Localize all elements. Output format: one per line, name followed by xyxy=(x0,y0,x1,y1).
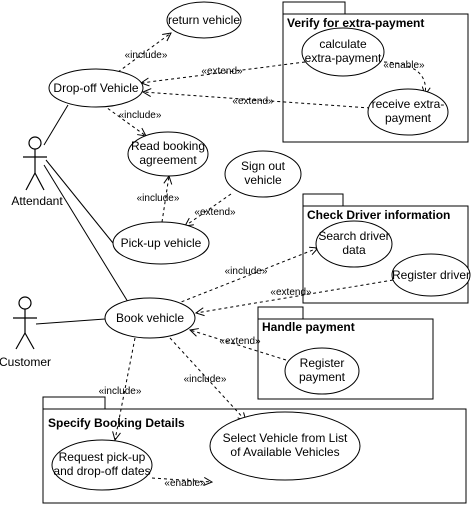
use-case-label: Register xyxy=(300,356,345,370)
association-attendant-book xyxy=(43,164,129,303)
relationship-label: «include» xyxy=(99,386,142,397)
use-case-label: Request pick-up xyxy=(59,450,146,464)
use-case-label: agreement xyxy=(139,153,197,167)
relationship-label: «extend» xyxy=(232,96,274,107)
relationship-label: «extend» xyxy=(270,287,312,298)
actor-head-icon xyxy=(18,296,32,310)
use-case-register-driver: Register driver xyxy=(391,253,471,297)
package-title: Check Driver information xyxy=(307,208,450,222)
relationship-label: «enable» xyxy=(164,478,206,489)
actor-attendant: Attendant xyxy=(11,136,63,208)
use-case-label: calculate xyxy=(319,37,367,51)
use-case-label: receive extra- xyxy=(372,97,445,111)
relationship-label: «include» xyxy=(225,266,268,277)
actor-label: Customer xyxy=(0,355,51,369)
relationship-label: «enable» xyxy=(383,60,425,71)
dependency-enable xyxy=(151,478,212,482)
use-case-label: Register driver xyxy=(392,268,470,282)
use-case-label: Search driver xyxy=(318,229,389,243)
use-case-label: of Available Vehicles xyxy=(230,445,339,459)
use-case-request-dates: Request pick-up and drop-off dates xyxy=(51,439,153,491)
use-case-drop-off-vehicle: Drop-off Vehicle xyxy=(48,68,144,108)
actor-label: Attendant xyxy=(11,194,63,208)
association-attendant-pick-up xyxy=(45,159,118,249)
use-case-label: Book vehicle xyxy=(116,311,184,325)
dependency-extend xyxy=(190,330,287,361)
use-case-label: Pick-up vehicle xyxy=(121,236,202,250)
relationship-label: «include» xyxy=(119,110,162,121)
dependency-include xyxy=(117,33,171,73)
actor-head-icon xyxy=(28,136,42,150)
dependency-include xyxy=(175,248,318,305)
use-case-label: data xyxy=(342,243,366,257)
use-case-label: Select Vehicle from List xyxy=(223,431,348,445)
use-case-label: extra-payment xyxy=(305,51,382,65)
relationship-label: «include» xyxy=(125,50,168,61)
use-case-receive-extra-payment: receive extra- payment xyxy=(367,88,449,136)
use-case-label: and drop-off dates xyxy=(53,464,150,478)
actor-customer: Customer xyxy=(0,296,51,369)
relationship-label: «extend» xyxy=(219,336,261,347)
use-case-register-payment: Register payment xyxy=(284,347,360,395)
use-case-calculate-extra-payment: calculate extra-payment xyxy=(301,27,385,77)
relationship-label: «extend» xyxy=(201,66,243,77)
use-case-pick-up-vehicle: Pick-up vehicle xyxy=(112,221,210,265)
use-case-label: return vehicle xyxy=(168,13,240,27)
use-case-sign-out-vehicle: Sign out vehicle xyxy=(224,150,302,198)
dependency-include xyxy=(102,104,146,136)
use-case-label: Drop-off Vehicle xyxy=(53,81,138,95)
use-case-book-vehicle: Book vehicle xyxy=(104,297,196,339)
relationship-label: «include» xyxy=(137,193,180,204)
package-title: Handle payment xyxy=(262,320,355,334)
association-customer-book xyxy=(35,318,106,325)
association-attendant-drop-off xyxy=(43,104,69,146)
package-title: Specify Booking Details xyxy=(48,416,185,430)
use-case-return-vehicle: return vehicle xyxy=(166,1,242,39)
dependency-extend xyxy=(143,92,371,109)
use-case-label: Read booking xyxy=(131,139,205,153)
use-case-label: payment xyxy=(299,370,346,384)
use-case-read-booking-agreement: Read booking agreement xyxy=(127,131,209,177)
dependency-include xyxy=(115,337,136,440)
use-case-label: Sign out xyxy=(241,159,286,173)
relationship-label: «extend» xyxy=(194,207,236,218)
use-case-label: payment xyxy=(385,111,432,125)
dependency-include xyxy=(169,337,246,421)
use-case-label: vehicle xyxy=(244,173,282,187)
use-case-search-driver-data: Search driver data xyxy=(315,220,393,268)
dependency-enable xyxy=(383,61,425,95)
use-case-select-vehicle: Select Vehicle from List of Available Ve… xyxy=(209,411,361,481)
package-title: Verify for extra-payment xyxy=(287,16,424,30)
dependency-include xyxy=(161,176,169,223)
relationship-label: «include» xyxy=(184,374,227,385)
